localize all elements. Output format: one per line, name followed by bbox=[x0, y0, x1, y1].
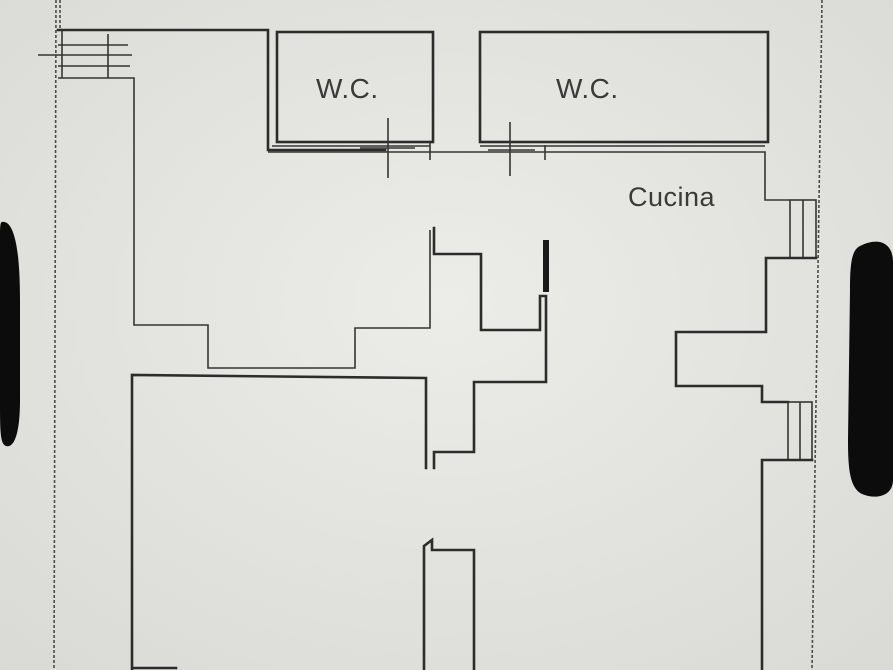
right-wall-mid bbox=[674, 256, 818, 404]
central-partition bbox=[432, 226, 548, 470]
right-marker-stroke bbox=[848, 241, 893, 497]
wc-left-label: W.C. bbox=[316, 73, 379, 104]
wc-right-room bbox=[478, 30, 770, 176]
lower-left-room-wall bbox=[130, 373, 428, 670]
corner-grid-marks bbox=[38, 30, 132, 78]
central-column bbox=[543, 240, 549, 292]
left-boundary-line bbox=[53, 0, 57, 670]
lower-central-wall bbox=[422, 537, 476, 670]
right-wall-lower bbox=[760, 458, 814, 670]
wc-left-room bbox=[275, 30, 435, 178]
wc-right-label: W.C. bbox=[556, 73, 619, 104]
right-boundary-line bbox=[811, 0, 823, 670]
top-wall bbox=[56, 28, 387, 152]
top-wall-inner bbox=[58, 77, 431, 369]
left-marker-stroke bbox=[0, 221, 20, 447]
kitchen-label: Cucina bbox=[628, 182, 716, 212]
corridor-wall bbox=[268, 151, 790, 201]
